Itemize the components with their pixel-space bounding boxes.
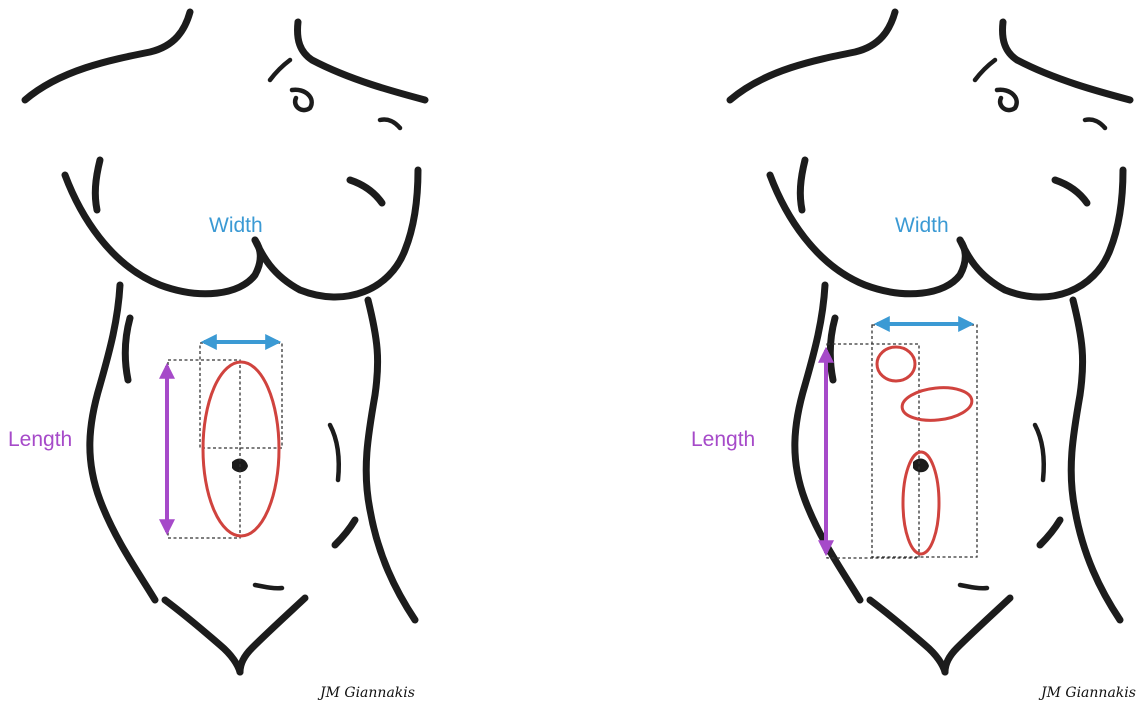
torso-outline-right <box>730 12 1130 672</box>
right-figure: Width Length JM Giannakis <box>691 12 1136 701</box>
wound-outline-right-2 <box>901 384 974 423</box>
width-guide-box-right <box>872 325 977 557</box>
left-figure: Width Length JM Giannakis <box>8 12 425 701</box>
wound-outline-left <box>203 362 279 536</box>
length-label-left: Length <box>8 428 72 451</box>
width-label-right: Width <box>895 214 949 237</box>
length-label-right: Length <box>691 428 755 451</box>
width-label-left: Width <box>209 214 263 237</box>
navel-right <box>913 459 929 473</box>
signature-left: JM Giannakis <box>317 685 415 701</box>
signature-right: JM Giannakis <box>1038 685 1136 701</box>
wound-outline-right-1 <box>877 347 915 381</box>
